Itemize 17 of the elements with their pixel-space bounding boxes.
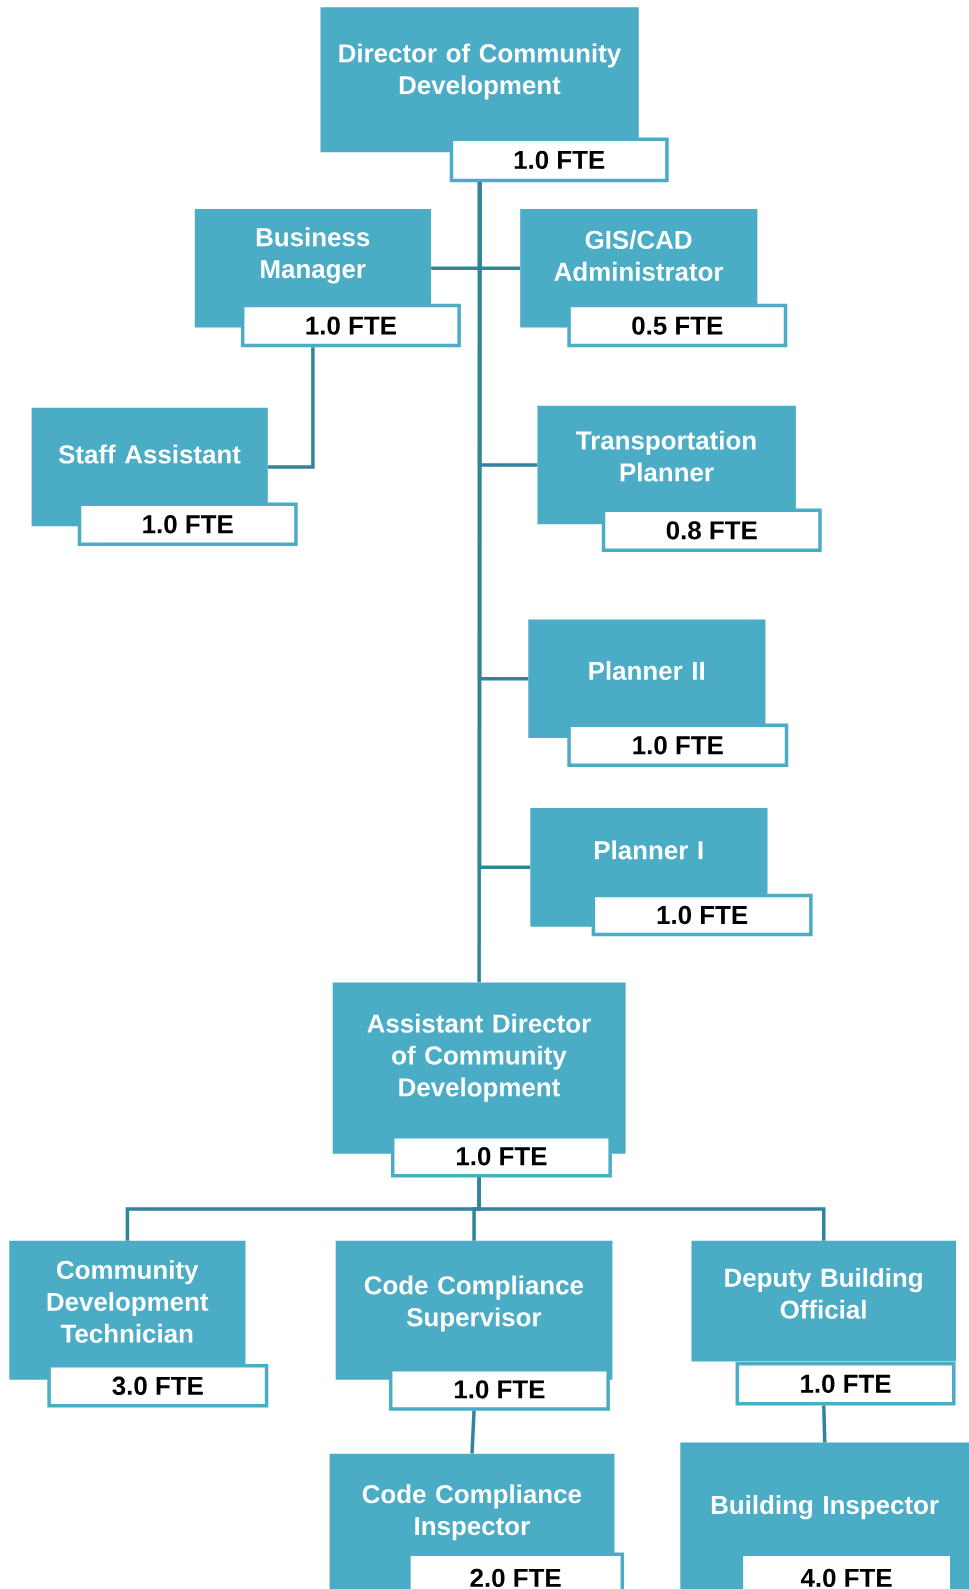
connector-line	[477, 182, 482, 983]
fte-box: 1.0 FTE	[591, 893, 813, 937]
fte-box: 1.0 FTE	[567, 723, 789, 767]
fte-box: 4.0 FTE	[739, 1552, 954, 1589]
position-box: Code Compliance Supervisor	[335, 1240, 613, 1380]
fte-box: 1.0 FTE	[735, 1362, 956, 1406]
connector-line	[822, 1405, 827, 1443]
fte-box: 0.5 FTE	[567, 303, 788, 348]
connector-line	[470, 1410, 476, 1454]
node-label: Deputy Building Official	[725, 1267, 922, 1319]
connector-line	[477, 1177, 826, 1241]
fte-box: 1.0 FTE	[388, 1368, 610, 1411]
fte-box: 2.0 FTE	[407, 1552, 625, 1589]
fte-box: 1.0 FTE	[77, 502, 298, 547]
connector-line	[268, 347, 315, 469]
position-box: Deputy Building Official	[691, 1240, 957, 1362]
fte-box: 1.0 FTE	[240, 303, 461, 348]
